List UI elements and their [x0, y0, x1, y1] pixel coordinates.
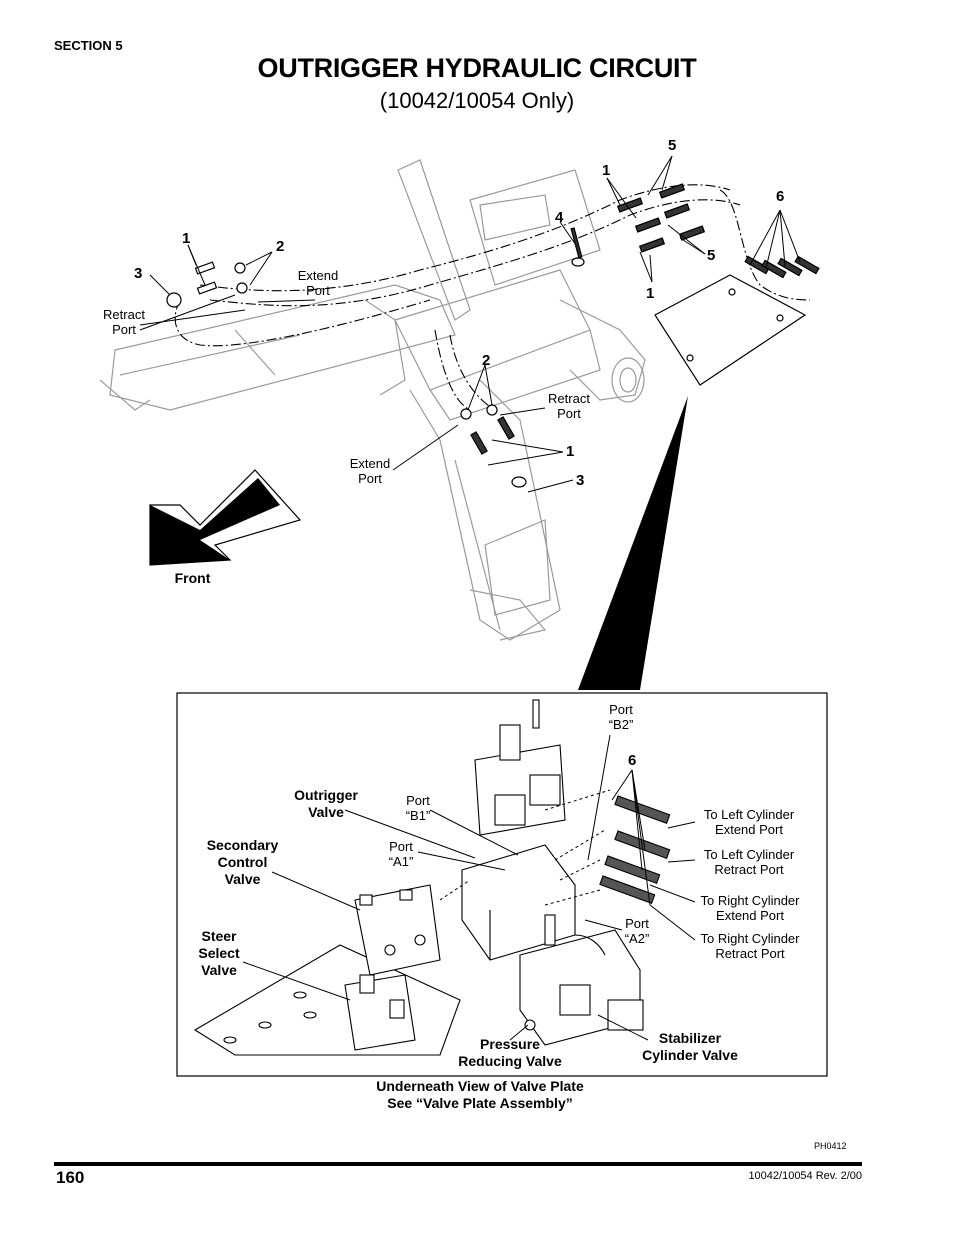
leader-lines-inset [242, 734, 696, 1041]
page-title: OUTRIGGER HYDRAULIC CIRCUIT [257, 53, 697, 83]
port-a2-label: Port “A2” [624, 916, 650, 946]
callout-2-left: 2 [276, 238, 285, 255]
page-number: 160 [56, 1168, 85, 1187]
valve-plate-top [654, 274, 807, 386]
inset-dotted-lines [439, 789, 611, 906]
extend-port-top-label: Extend Port [297, 268, 339, 298]
retract-port-left-label: Retract Port [103, 307, 145, 337]
port-b1-label: Port “B1” [405, 793, 431, 823]
to-left-retract-label: To Left Cylinder Retract Port [703, 847, 795, 877]
to-right-extend-label: To Right Cylinder Extend Port [700, 893, 800, 923]
detail-pointer [578, 396, 688, 690]
callout-1-top: 1 [602, 162, 611, 179]
stabilizer-cylinder-valve-label: Stabilizer Cylinder Valve [642, 1030, 738, 1063]
callout-6-top: 6 [776, 188, 785, 205]
retract-port-center-label: Retract Port [548, 391, 590, 421]
steer-select-valve-label: Steer Select Valve [198, 928, 240, 978]
to-right-retract-label: To Right Cylinder Retract Port [700, 931, 800, 961]
fittings-center [460, 404, 527, 488]
callout-3-left: 3 [134, 265, 143, 282]
front-arrow [149, 469, 302, 566]
port-b2-label: Port “B2” [608, 702, 634, 732]
figure-id: PH0412 [814, 1141, 847, 1151]
outrigger-valve-label: Outrigger Valve [294, 787, 358, 820]
callout-1-center: 1 [566, 443, 575, 460]
chassis-outline [99, 159, 646, 641]
callout-1-right-lower: 1 [646, 285, 655, 302]
footer-rule [54, 1162, 862, 1166]
extend-port-center-label: Extend Port [349, 456, 391, 486]
callout-2-center: 2 [482, 352, 491, 369]
section-label: SECTION 5 [54, 38, 123, 53]
callout-3-center: 3 [576, 472, 585, 489]
fittings-top-left [166, 261, 248, 308]
front-label: Front [174, 570, 211, 586]
callout-4: 4 [555, 209, 564, 226]
callout-1-left: 1 [182, 230, 191, 247]
inset-caption: Underneath View of Valve Plate See “Valv… [376, 1078, 584, 1111]
fittings-top-right [570, 183, 820, 279]
callout-6-inset: 6 [628, 752, 637, 769]
to-left-extend-label: To Left Cylinder Extend Port [703, 807, 795, 837]
callout-5-lower: 5 [707, 247, 716, 264]
inset-frame [176, 692, 828, 1077]
revision-label: 10042/10054 Rev. 2/00 [748, 1170, 862, 1182]
leader-lines-top [139, 155, 801, 493]
secondary-control-valve-label: Secondary Control Valve [206, 837, 279, 887]
pressure-reducing-valve-label: Pressure Reducing Valve [458, 1036, 562, 1069]
page-subtitle: (10042/10054 Only) [379, 88, 575, 113]
port-a1-label: Port “A1” [388, 839, 414, 869]
inset-art [193, 699, 671, 1056]
callout-5-top: 5 [668, 137, 677, 154]
hydraulic-lines [174, 184, 811, 411]
